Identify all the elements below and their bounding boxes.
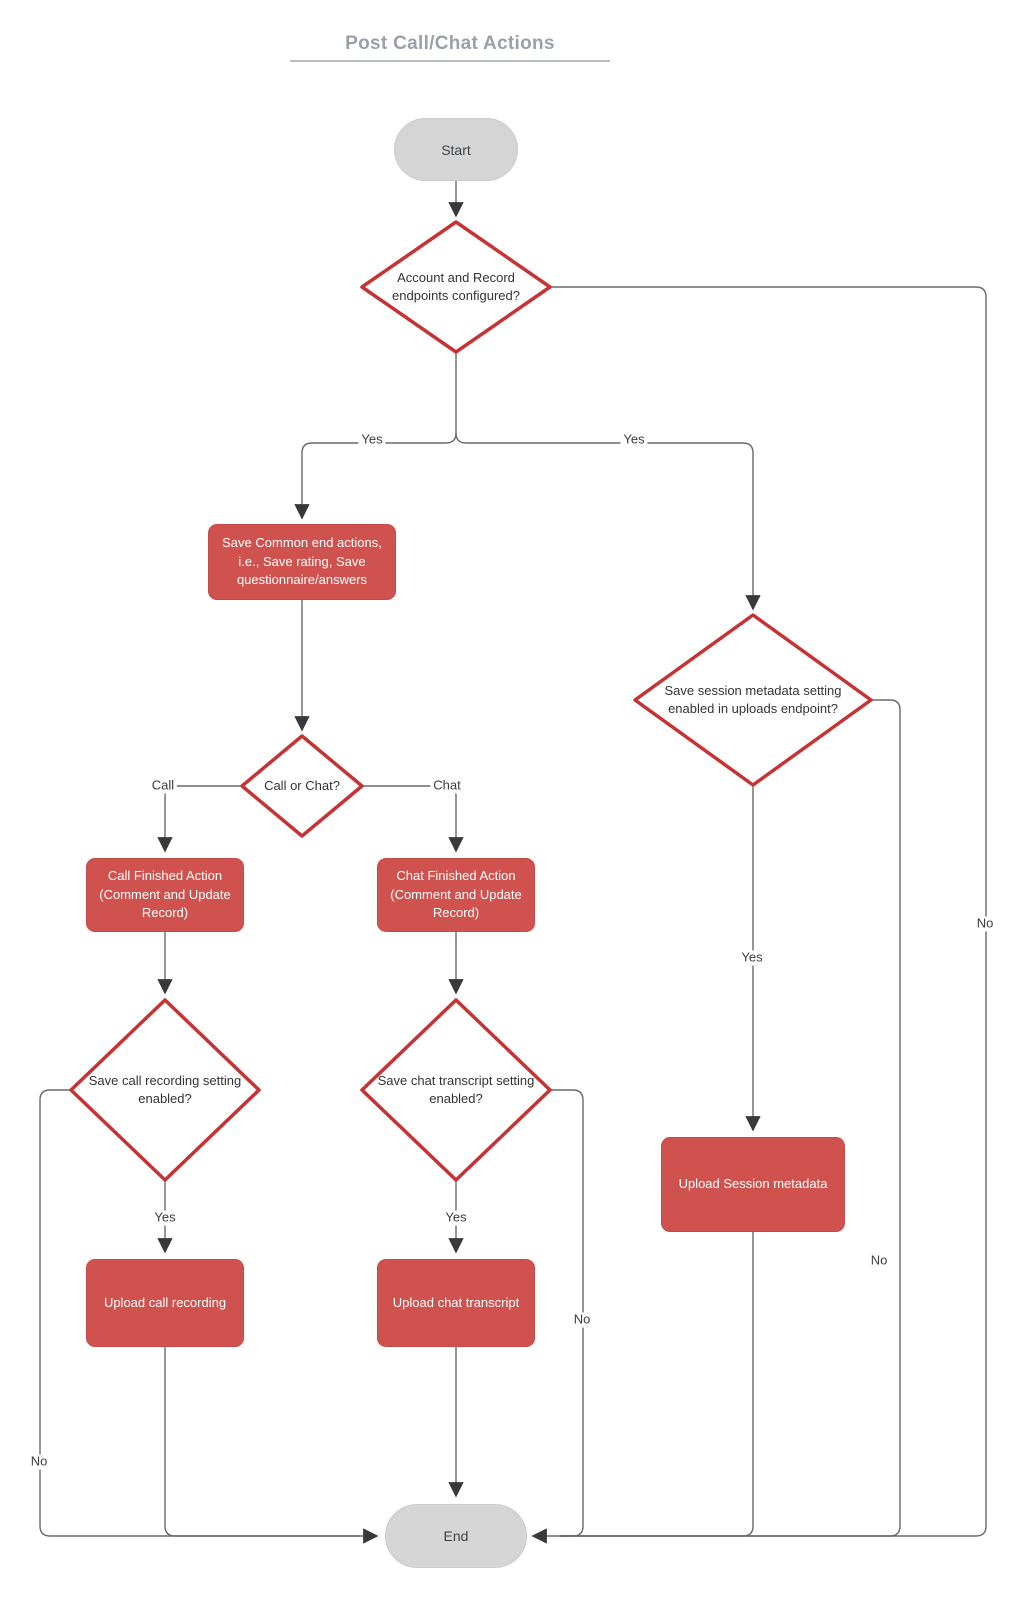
- node-call-finished-action: Call Finished Action (Comment and Update…: [86, 858, 244, 932]
- node-upload-call-recording: Upload call recording: [86, 1259, 244, 1347]
- edge-chat-branch: [362, 785, 464, 853]
- node-save-common-end-actions: Save Common end actions, i.e., Save rati…: [208, 524, 396, 600]
- node-call-finished-label: Call Finished Action (Comment and Update…: [99, 867, 231, 921]
- decision-save-call-recording-label: Save call recording setting enabled?: [88, 1072, 242, 1106]
- edge-label-yes-save-common: Yes: [358, 432, 386, 448]
- edge-label-call: Call: [148, 778, 178, 794]
- node-chat-finished-action: Chat Finished Action (Comment and Update…: [377, 858, 535, 932]
- edge-upload-call-to-end: [164, 1347, 360, 1537]
- node-start: Start: [394, 118, 518, 181]
- edge-call-recording-no-to-end: [39, 1089, 379, 1544]
- edge-endpoints-yes-to-session-check: [455, 432, 761, 611]
- node-upload-call-label: Upload call recording: [103, 1294, 227, 1310]
- decision-shape-endpoints-configured: [360, 220, 552, 354]
- decision-shape-save-call-recording: [69, 998, 261, 1182]
- edge-label-no-call-recording: No: [27, 1454, 51, 1470]
- node-chat-finished-label: Chat Finished Action (Comment and Update…: [390, 867, 522, 921]
- node-upload-session-label: Upload Session metadata: [678, 1176, 828, 1192]
- diagram-title: Post Call/Chat Actions: [345, 33, 555, 54]
- edge-label-yes-upload-call: Yes: [151, 1210, 179, 1226]
- edge-label-no-chat-transcript: No: [570, 1312, 594, 1328]
- edge-label-no-session-metadata: No: [867, 1253, 891, 1269]
- node-save-common-label: Save Common end actions, i.e., Save rati…: [222, 534, 382, 588]
- decision-shape-call-or-chat: [240, 734, 364, 838]
- edge-upload-session-to-end: [560, 1232, 754, 1537]
- decision-call-or-chat-label: Call or Chat?: [264, 777, 340, 793]
- decision-save-chat-transcript-label: Save chat transcript setting enabled?: [377, 1072, 535, 1106]
- node-end: End: [385, 1504, 527, 1568]
- node-upload-chat-label: Upload chat transcript: [392, 1294, 520, 1310]
- edge-label-yes-upload-session: Yes: [738, 950, 766, 966]
- edge-label-no-endpoints: No: [973, 916, 997, 932]
- edge-label-yes-session-check: Yes: [620, 432, 648, 448]
- edge-endpoints-no-to-end: [550, 286, 987, 1537]
- node-upload-session-metadata: Upload Session metadata: [661, 1137, 845, 1232]
- edge-session-no-to-end: [560, 699, 901, 1537]
- node-upload-chat-transcript: Upload chat transcript: [377, 1259, 535, 1347]
- node-start-label: Start: [441, 141, 471, 158]
- edge-call-branch: [157, 785, 242, 853]
- node-end-label: End: [443, 1528, 469, 1544]
- edge-label-chat: Chat: [430, 778, 464, 794]
- title-underline: [290, 60, 610, 62]
- decision-endpoints-configured-label: Account and Record endpoints configured?: [392, 269, 520, 303]
- decision-save-session-metadata-label: Save session metadata setting enabled in…: [664, 682, 842, 716]
- edge-label-yes-upload-chat: Yes: [442, 1210, 470, 1226]
- decision-shape-save-session-metadata: [633, 613, 873, 787]
- decision-shape-save-chat-transcript: [360, 998, 552, 1182]
